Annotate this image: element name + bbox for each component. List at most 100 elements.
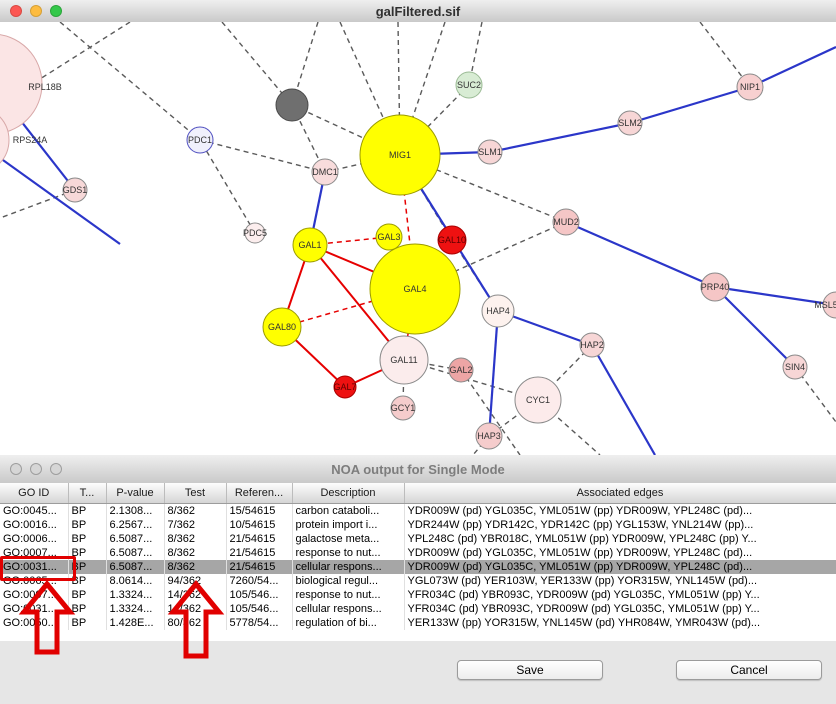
node-GDS1[interactable] [62,177,88,203]
edge-ext-SUC2[interactable] [468,22,483,86]
column-header-3[interactable]: Test [164,483,227,504]
node-CYC1[interactable] [514,376,562,424]
edge-SLM1-SLM2[interactable] [489,121,631,154]
edge-ext-PDC1[interactable] [59,22,201,141]
node-PDC1[interactable] [186,126,214,154]
node-SLM1[interactable] [477,139,503,165]
minimize-button[interactable] [30,463,42,475]
zoom-button[interactable] [50,5,62,17]
column-header-1[interactable]: T... [68,483,107,504]
node-GAL1[interactable] [292,227,328,263]
edge-GDS1-ext[interactable] [0,189,76,219]
minimize-button[interactable] [30,5,42,17]
table-cell: GO:0031... [0,559,69,574]
column-header-6[interactable]: Associated edges [404,483,836,504]
node-GCY1[interactable] [390,395,416,421]
column-header-5[interactable]: Description [292,483,405,504]
cancel-button[interactable]: Cancel [676,660,822,680]
edge-HAP2-ext[interactable] [591,344,656,455]
table-cell: 15/54615 [226,503,293,518]
node-MSL5[interactable] [822,291,836,319]
table-cell: 6.5087... [106,531,165,546]
table-cell: cellular respons... [292,601,405,616]
node-label-CYC1: CYC1 [526,395,550,405]
node-label-GAL2: GAL2 [449,365,472,375]
node-UNK[interactable] [275,88,309,122]
node-label-SIN4: SIN4 [785,362,805,372]
node-RPL18B[interactable] [0,34,43,134]
table-cell: BP [68,559,107,574]
table-cell: GO:0016... [0,517,69,532]
edge-RPS24A-ext[interactable] [0,140,121,245]
node-label-GAL3: GAL3 [377,232,400,242]
node-GAL3[interactable] [375,223,403,251]
close-button[interactable] [10,463,22,475]
table-cell: 105/546... [226,587,293,602]
edge-PDC5-PDC1[interactable] [199,139,256,234]
node-RPS24A[interactable] [0,106,10,174]
column-header-2[interactable]: P-value [106,483,165,504]
edge-SLM2-NIP1[interactable] [629,85,751,125]
edge-PDC1-DMC1[interactable] [199,139,326,173]
table-cell: 2.1308... [106,503,165,518]
node-GAL11[interactable] [379,335,429,385]
node-PDC5[interactable] [244,222,266,244]
node-GAL80[interactable] [262,307,302,347]
node-SUC2[interactable] [455,71,483,99]
table-cell: YER133W (pp) YOR315W, YNL145W (pd) YHR08… [404,615,836,630]
node-GAL4[interactable] [369,243,461,335]
noa-window-title: NOA output for Single Mode [331,461,505,477]
network-canvas[interactable]: RPL18BRPS24AGDS1PDC1DMC1MIG1SUC2SLM1SLM2… [0,22,836,455]
noa-window-titlebar[interactable]: NOA output for Single Mode [0,455,836,484]
node-HAP3[interactable] [475,422,503,450]
table-cell: 21/54615 [226,559,293,574]
table-cell: 21/54615 [226,545,293,560]
save-button[interactable]: Save [457,660,603,680]
node-HAP2[interactable] [579,332,605,358]
node-DMC1[interactable] [311,158,339,186]
table-cell: GO:0007... [0,587,69,602]
table-cell: response to nut... [292,545,405,560]
zoom-button[interactable] [50,463,62,475]
edge-ext-NIP1[interactable] [699,22,751,88]
edge-GAL1-GAL11[interactable] [309,244,405,361]
edge-PRP40-MSL5[interactable] [714,285,836,307]
edge-NIP1-ext[interactable] [749,46,836,88]
edge-MUD2-PRP40[interactable] [565,220,716,289]
column-header-0[interactable]: GO ID [0,483,69,504]
close-button[interactable] [10,5,22,17]
node-HAP4[interactable] [481,294,515,328]
edge-PRP40-SIN4[interactable] [714,286,796,368]
node-MUD2[interactable] [552,208,580,236]
table-cell: YFR034C (pd) YBR093C, YDR009W (pd) YGL03… [404,601,836,616]
node-NIP1[interactable] [736,73,764,101]
edge-HAP4-HAP3[interactable] [487,310,500,437]
edge-ext-UNK[interactable] [221,22,293,106]
node-GAL10[interactable] [437,225,467,255]
column-header-4[interactable]: Referen... [226,483,293,504]
table-cell: carbon cataboli... [292,503,405,518]
node-PRP40[interactable] [700,272,730,302]
node-GAL2[interactable] [448,357,474,383]
table-cell: 105/546... [226,601,293,616]
node-label-GCY1: GCY1 [391,403,416,413]
edge-MUD2-MIG1[interactable] [399,154,567,223]
node-GAL7[interactable] [333,375,357,399]
network-window-titlebar[interactable]: galFiltered.sif [0,0,836,23]
node-SIN4[interactable] [782,354,808,380]
edge-HAP4-HAP2[interactable] [497,309,593,347]
node-MIG1[interactable] [359,114,441,196]
node-SLM2[interactable] [617,110,643,136]
table-cell: 7260/54... [226,573,293,588]
